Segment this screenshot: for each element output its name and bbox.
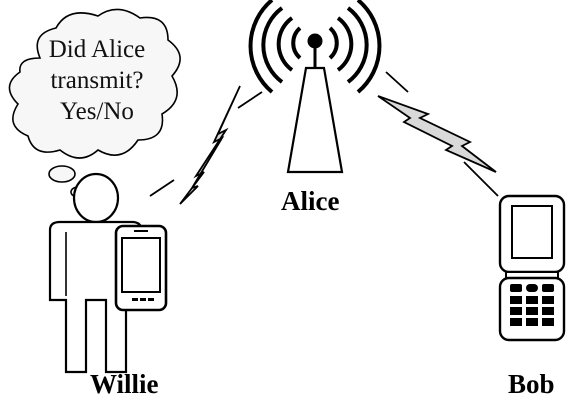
lightning-bolt-left: [179, 85, 241, 205]
signal-wave-right-4: [356, 0, 382, 94]
lightning-icon: [149, 85, 263, 205]
thought-line-2: transmit?: [50, 67, 144, 94]
signal-wave-left-3: [261, 6, 284, 84]
thought-bubble-dot-large: [48, 165, 76, 183]
smartphone-button: [132, 298, 138, 301]
thought-line-1: Did Alice: [48, 36, 146, 63]
signal-wave-right-2: [336, 16, 354, 72]
smartphone-button: [148, 298, 154, 301]
thought-cloud-icon: [8, 8, 181, 198]
flip-phone-icon: [498, 194, 566, 342]
link-segment-alice-side: [385, 71, 409, 93]
tower-body: [286, 66, 344, 174]
radio-tower-icon: [248, 0, 382, 174]
thought-line-3: Yes/No: [60, 98, 134, 125]
signal-wave-right-3: [346, 6, 369, 84]
signal-wave-left-2: [276, 16, 294, 72]
signal-wave-right-1: [328, 26, 339, 60]
flip-phone-screen: [511, 205, 553, 259]
link-segment-bob-side: [463, 161, 499, 197]
signal-wave-left-4: [248, 0, 274, 94]
tower-beacon: [307, 33, 323, 49]
person-with-phone-icon: [48, 172, 168, 374]
thought-bubble-text: Did Alice transmit? Yes/No: [22, 34, 172, 127]
link-segment-alice-side: [237, 91, 263, 109]
alice-label: Alice: [281, 186, 340, 216]
flip-phone-keypad: [510, 284, 554, 326]
lightning-icon: [377, 71, 499, 197]
link-segment-willie-side: [149, 179, 175, 197]
smartphone-button: [140, 298, 146, 301]
signal-wave-left-1: [291, 26, 302, 60]
person-head: [72, 172, 120, 224]
bob-label: Bob: [508, 369, 555, 399]
willie-label: Willie: [90, 369, 159, 399]
lightning-bolt-right: [377, 95, 497, 173]
smartphone-screen: [121, 237, 161, 293]
